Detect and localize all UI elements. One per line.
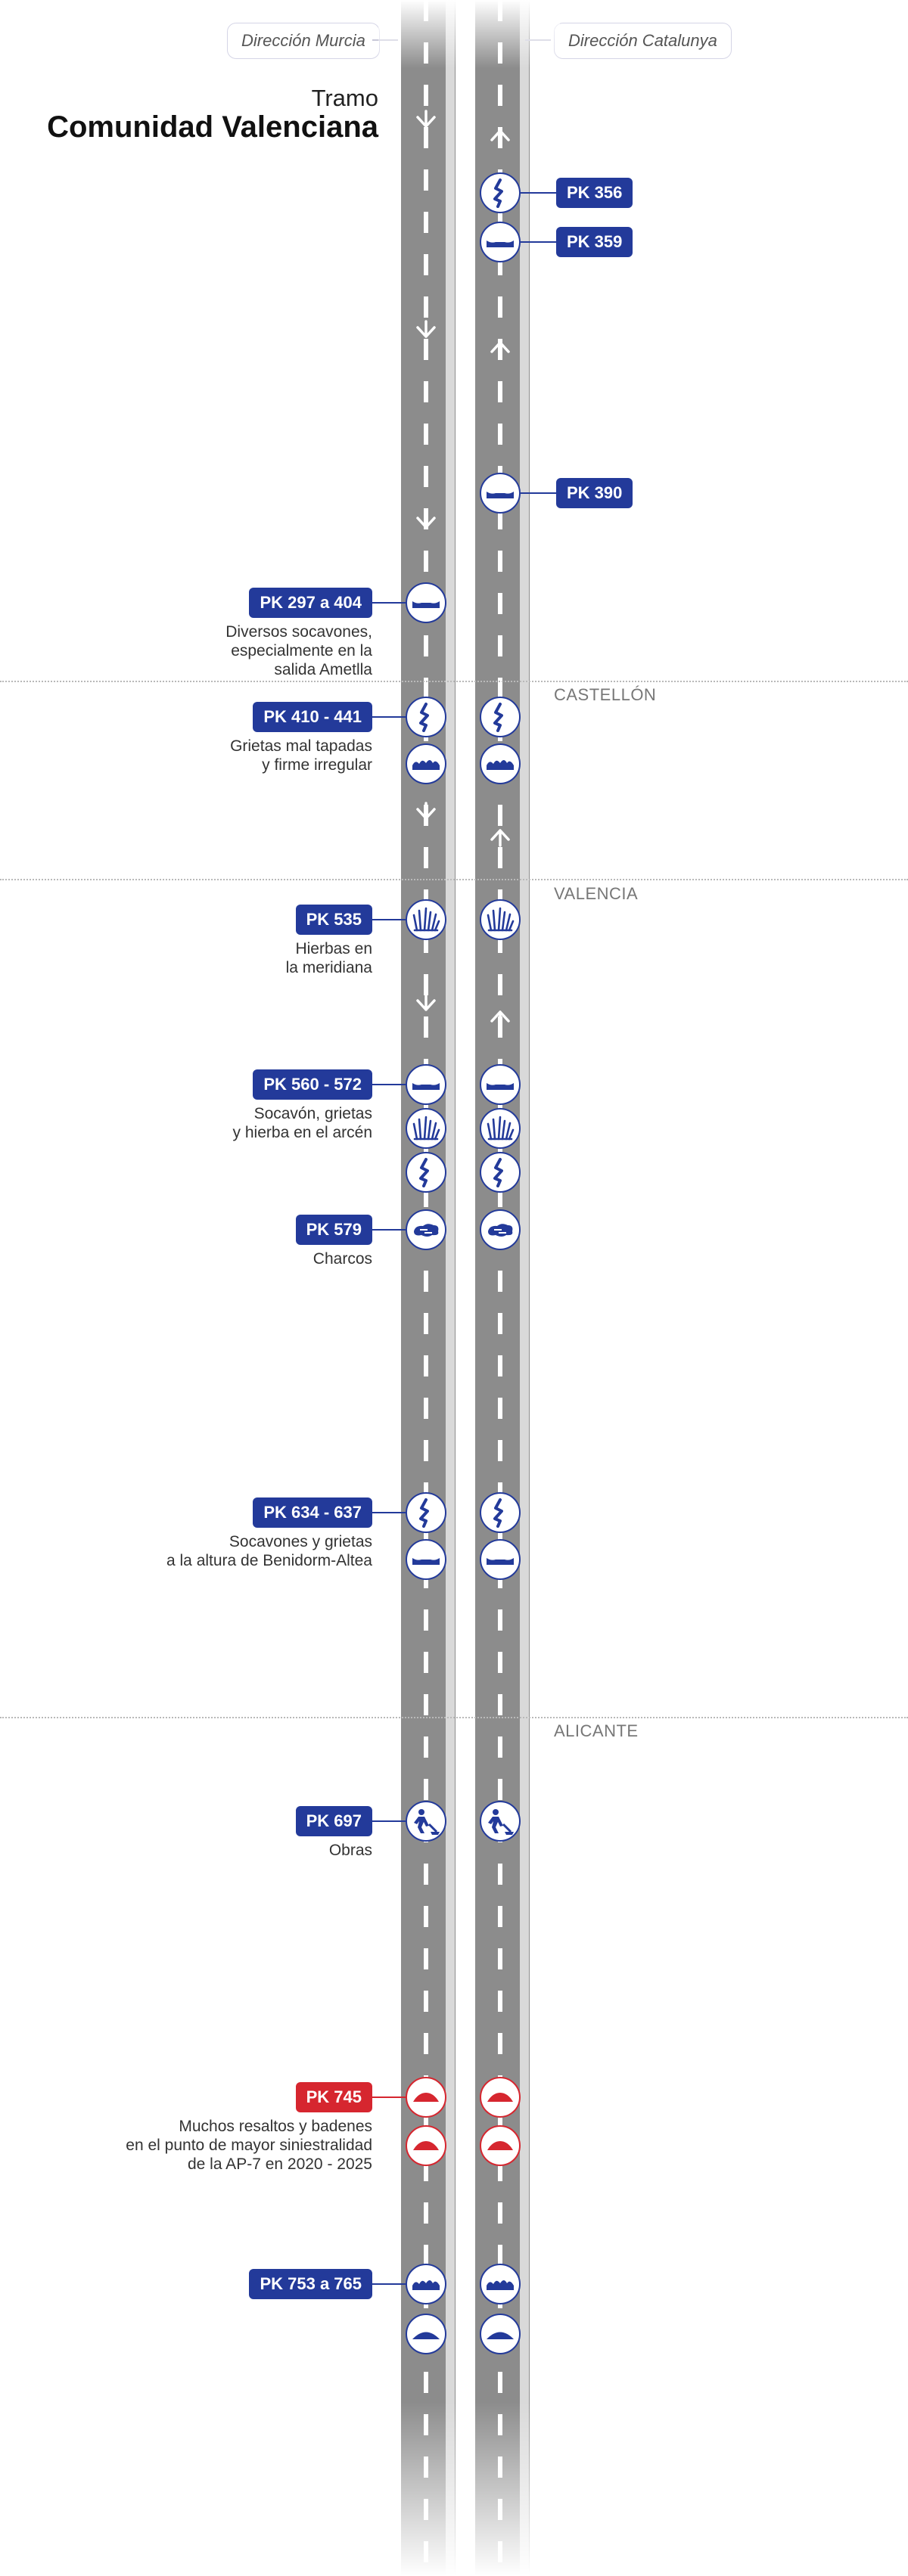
- pothole-icon: [406, 1539, 446, 1580]
- pk-label: PK 535: [295, 905, 372, 935]
- arrow-up-icon: [489, 125, 512, 147]
- arrow-down-icon: [415, 511, 437, 533]
- pk-label: PK 356: [556, 178, 633, 208]
- pk-label: PK 579: [295, 1215, 372, 1245]
- pk-connector-line: [372, 1512, 406, 1513]
- road-fade-top: [378, 0, 560, 68]
- pk-connector-line: [372, 919, 406, 920]
- pothole-icon: [406, 582, 446, 623]
- region-divider-alicante: [0, 1717, 908, 1718]
- road-fade-bottom: [378, 2402, 560, 2576]
- uneven-road-icon: [406, 743, 446, 784]
- pk-connector-line: [372, 716, 406, 718]
- crack-icon: [406, 1492, 446, 1533]
- incident-description: Muchos resaltos y badenes en el punto de…: [126, 2118, 372, 2173]
- crack-icon: [480, 1492, 521, 1533]
- pothole-icon: [480, 222, 521, 262]
- road-northbound-shoulder: [520, 0, 529, 2576]
- arrow-down-icon: [415, 110, 437, 132]
- pk-label: PK 390: [556, 478, 633, 508]
- region-label-valencia: VALENCIA: [554, 884, 639, 903]
- incident-description: Charcos: [313, 1250, 372, 1268]
- road-southbound-shoulder: [446, 0, 455, 2576]
- pk-connector-line: [372, 2283, 406, 2285]
- incident-description: Socavones y grietas a la altura de Benid…: [166, 1533, 372, 1569]
- lane-divider-right: [498, 0, 502, 2576]
- arrow-up-icon: [489, 1006, 512, 1029]
- bump-icon: [480, 2077, 521, 2118]
- grass-icon: [480, 1108, 521, 1149]
- region-divider-valencia: [0, 879, 908, 880]
- pk-connector-line: [372, 2096, 406, 2098]
- pothole-icon: [480, 1064, 521, 1105]
- pk-label: PK 297 a 404: [249, 588, 372, 618]
- pothole-icon: [480, 473, 521, 514]
- puddle-icon: [406, 1209, 446, 1250]
- uneven-road-icon: [480, 743, 521, 784]
- pk-connector-line: [372, 1229, 406, 1231]
- grass-icon: [406, 1108, 446, 1149]
- region-label-castellon: CASTELLÓN: [554, 685, 657, 704]
- direction-murcia-pill: Dirección Murcia: [227, 23, 380, 59]
- pk-connector-line: [521, 192, 556, 194]
- pk-label: PK 410 - 441: [253, 702, 372, 732]
- hump-icon: [480, 2314, 521, 2354]
- pk-connector-line: [372, 1084, 406, 1085]
- pk-connector-line: [521, 241, 556, 243]
- pk-label: PK 697: [295, 1806, 372, 1836]
- incident-description: Hierbas en la meridiana: [285, 940, 372, 976]
- section-title: Comunidad Valenciana: [47, 110, 378, 144]
- bump-icon: [406, 2077, 446, 2118]
- pothole-icon: [480, 1539, 521, 1580]
- pk-connector-line: [372, 602, 406, 604]
- hump-icon: [406, 2314, 446, 2354]
- roadworks-icon: [480, 1801, 521, 1842]
- pothole-icon: [406, 1064, 446, 1105]
- direction-catalunya-pill: Dirección Catalunya: [554, 23, 732, 59]
- region-divider-castellon: [0, 681, 908, 682]
- region-label-alicante: ALICANTE: [554, 1721, 639, 1740]
- crack-icon: [406, 697, 446, 737]
- grass-icon: [406, 899, 446, 940]
- arrow-up-icon: [489, 337, 512, 359]
- incident-description: Socavón, grietas y hierba en el arcén: [232, 1105, 372, 1141]
- bump-icon: [406, 2125, 446, 2166]
- puddle-icon: [480, 1209, 521, 1250]
- incident-description: Diversos socavones, especialmente en la …: [225, 623, 372, 678]
- arrow-down-icon: [415, 993, 437, 1016]
- pk-label: PK 745: [295, 2082, 372, 2112]
- lane-divider-left: [424, 0, 428, 2576]
- arrow-up-icon: [489, 824, 512, 847]
- crack-icon: [480, 172, 521, 213]
- roadworks-icon: [406, 1801, 446, 1842]
- pk-connector-line: [521, 492, 556, 494]
- pk-label: PK 753 a 765: [249, 2269, 372, 2299]
- incident-description: Obras: [328, 1842, 372, 1859]
- pk-connector-line: [372, 1820, 406, 1822]
- pk-label: PK 560 - 572: [253, 1069, 372, 1100]
- crack-icon: [480, 1152, 521, 1193]
- uneven-road-icon: [406, 2264, 446, 2304]
- crack-icon: [480, 697, 521, 737]
- crack-icon: [406, 1152, 446, 1193]
- arrow-down-icon: [415, 320, 437, 343]
- pk-label: PK 634 - 637: [253, 1497, 372, 1528]
- arrow-down-icon: [415, 802, 437, 824]
- section-label: Tramo: [311, 85, 378, 111]
- incident-description: Grietas mal tapadas y firme irregular: [230, 737, 372, 774]
- grass-icon: [480, 899, 521, 940]
- uneven-road-icon: [480, 2264, 521, 2304]
- pk-label: PK 359: [556, 227, 633, 257]
- bump-icon: [480, 2125, 521, 2166]
